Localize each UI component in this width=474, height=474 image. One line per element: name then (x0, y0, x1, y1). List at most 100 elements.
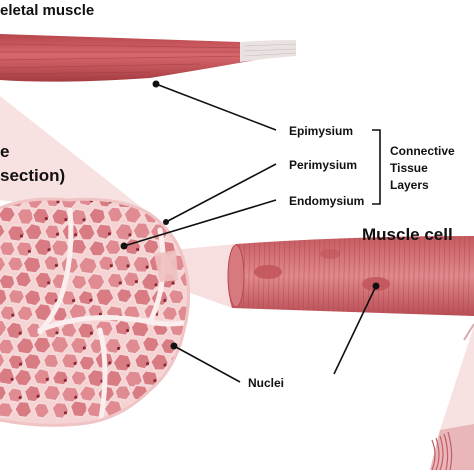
muscle-fiber-cell (114, 384, 132, 401)
nucleus-dot (191, 315, 194, 318)
striation-line (442, 236, 446, 316)
muscle-fiber-cell (167, 385, 188, 405)
striation-line (307, 236, 311, 316)
muscle-fiber-cell (197, 401, 213, 417)
nucleus-dot (63, 411, 68, 415)
nucleus-dot (154, 283, 158, 287)
nucleus-dot (209, 410, 212, 413)
muscle-fiber-cell (132, 288, 153, 307)
nucleus-dot (199, 329, 202, 332)
muscle-fiber-cell (106, 206, 125, 224)
nuclei-label: Nuclei (248, 376, 285, 390)
connective-tissue-label-line3: Layers (390, 178, 429, 192)
striation-line (437, 236, 441, 316)
nucleus-dot (64, 218, 68, 222)
muscle-fiber-cell (185, 353, 189, 371)
nucleus-dot (136, 247, 140, 252)
cross-section-label-line1: e (0, 142, 10, 161)
striation-line (417, 236, 421, 316)
callout-dots (120, 80, 380, 350)
muscle-fiber-cell (131, 255, 152, 274)
nucleus-dot (27, 249, 31, 253)
striation-line (292, 236, 296, 316)
muscle-fiber-cell (59, 321, 79, 339)
muscle-cell-label: Muscle cell (362, 225, 453, 244)
muscle-fiber-cell (23, 288, 43, 307)
muscle-fiber-cell (94, 287, 116, 308)
muscle-fiber-cell (70, 273, 88, 291)
nucleus-dot (54, 263, 59, 268)
muscle-fiber-cell (42, 290, 61, 307)
striation-line (287, 236, 291, 316)
muscle-fiber-cell (0, 401, 15, 419)
nucleus-dot (171, 281, 175, 285)
muscle-fiber-cell (0, 337, 16, 356)
muscle-fiber-cell (112, 254, 133, 273)
muscle-fiber-cell (184, 384, 189, 403)
nucleus-dot (19, 362, 23, 366)
perimysium-leader (165, 163, 277, 223)
nucleus-dot (163, 298, 167, 303)
muscle-fiber-cell (23, 352, 43, 371)
muscle-fiber-cell (103, 238, 122, 256)
muscle-fiber-cell (43, 223, 62, 240)
muscle-fiber-cell (32, 336, 53, 355)
striation-line (357, 236, 361, 316)
nucleus-dot (108, 361, 112, 365)
muscle-fiber-cell (15, 304, 35, 323)
muscle-fiber-cell (5, 320, 25, 340)
muscle-fiber-cell (33, 271, 54, 290)
muscle-fiber-cell (149, 199, 170, 208)
epimysium-leader (155, 83, 277, 131)
nucleus-dot (190, 346, 193, 349)
nucleus-dot (47, 281, 51, 285)
muscle-fiber-cell (140, 272, 161, 292)
striation-line (462, 236, 466, 316)
connective-tissue-label-line2: Tissue (390, 161, 428, 175)
nucleus-dot (126, 328, 130, 333)
striation-line (322, 236, 326, 316)
muscle-fiber-cell (0, 318, 9, 338)
muscle-fiber-cell (31, 207, 51, 225)
muscle-fiber-cell (60, 352, 80, 370)
nucleus-dot (82, 346, 86, 350)
striation-line (392, 236, 396, 316)
nucleus-dot (63, 378, 67, 382)
muscle-fiber-cell (7, 288, 26, 306)
striation-line (342, 236, 346, 316)
nucleus-dot (82, 218, 86, 222)
muscle-fiber-cell (6, 386, 25, 404)
muscle-fiber-cell (159, 337, 179, 355)
nucleus-dot (56, 200, 60, 204)
muscle-fiber-cell (0, 205, 17, 224)
striation-line (317, 236, 321, 316)
striation-line (457, 236, 461, 316)
muscle-fiber-cell (6, 255, 25, 272)
nucleus-dot (55, 331, 59, 335)
striation-line (362, 236, 366, 316)
muscle-fiber-cell (195, 371, 212, 387)
muscle-fiber-cell (50, 238, 71, 258)
muscle-fiber-cell (85, 272, 106, 292)
nucleus-dot (89, 298, 93, 302)
muscle-fiber-cell (197, 307, 213, 322)
muscle-fiber-cell (115, 287, 134, 305)
nucleus-dot (18, 331, 22, 335)
striation-line (297, 236, 301, 316)
nucleus-dot (145, 362, 150, 366)
striation-line (337, 236, 341, 316)
endomysium-label: Endomysium (289, 194, 365, 208)
myofibril-bundle (430, 323, 474, 471)
muscle-fiber-cell (22, 255, 42, 274)
striation-line (397, 236, 401, 316)
nucleus-dot (153, 379, 157, 383)
striation-line (247, 236, 251, 316)
muscle-fiber-cell (32, 237, 54, 257)
striation-line (352, 236, 356, 316)
nucleus-dot (126, 364, 130, 368)
striation-line (312, 236, 316, 316)
striation-line (452, 236, 456, 316)
muscle-fiber-cell (42, 353, 60, 369)
muscle-fiber-cell (78, 384, 98, 403)
striation-line (382, 236, 386, 316)
